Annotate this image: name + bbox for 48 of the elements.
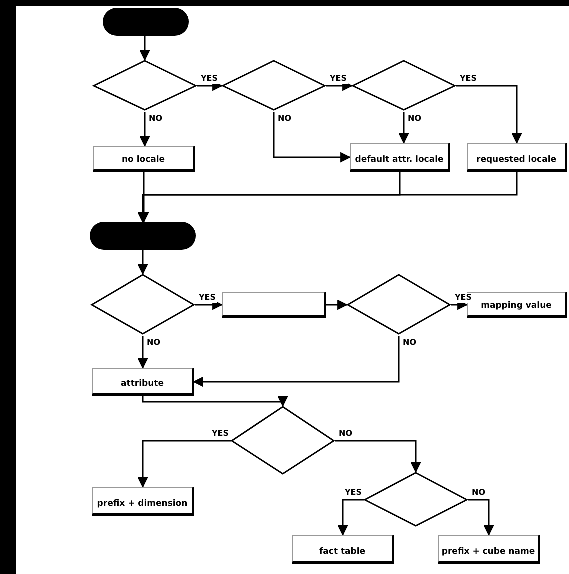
edge-label: YES [459,74,478,84]
edge-label: YES [454,293,474,303]
box-label: requested locale [476,155,556,165]
edge-label: NO [338,429,354,439]
box-label: prefix + dimension [97,499,188,509]
box-label: default attr. locale [355,155,444,165]
edge-label: YES [198,293,218,303]
arrow [273,112,352,163]
arrow [456,85,522,144]
edge-label: YES [211,429,230,439]
process-box [93,146,195,172]
edge-label: NO [148,114,164,124]
box-label: attribute [121,379,164,389]
process-box [92,368,194,396]
edge-label: NO [146,338,162,348]
box-label: no locale [122,155,166,165]
edge-label: NO [402,338,418,348]
terminal-pill [103,8,189,36]
box-label: mapping value [481,301,552,311]
arrow [192,336,400,388]
edge-label: NO [471,488,486,498]
arrow [195,300,224,310]
edge-label: YES [329,74,348,84]
process-box [292,535,394,564]
box-label: fact table [319,547,366,557]
arrow [142,396,288,408]
arrow [138,336,148,370]
edge-label: NO [407,114,422,124]
edge-label: YES [344,488,364,498]
process-box [222,292,326,318]
edge-label: YES [200,74,220,84]
arrow [338,499,364,536]
arrow [138,250,148,276]
arrow [140,36,150,62]
arrow [398,112,410,144]
arrow [468,499,494,536]
arrow [138,172,518,224]
arrow [140,112,150,148]
process-box [92,487,194,516]
process-box [350,143,450,172]
arrow [138,440,231,488]
terminal-pill [90,222,196,250]
process-box [467,143,567,172]
process-box [438,535,540,564]
box-label: prefix + cube name [442,547,536,557]
arrow [326,300,348,310]
arrow [335,440,422,474]
edge-label: NO [277,114,292,124]
